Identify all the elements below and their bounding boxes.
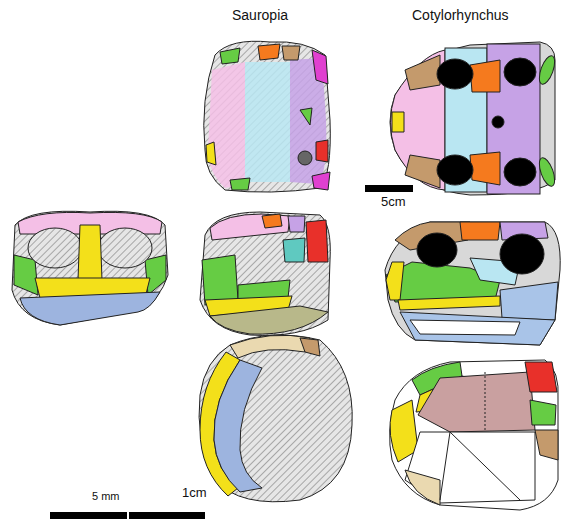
bone-region <box>210 306 328 334</box>
skull-outline <box>385 222 560 345</box>
orbit <box>417 233 457 267</box>
bone-region <box>258 44 280 60</box>
bone-region <box>535 430 558 460</box>
bone-region <box>312 172 330 190</box>
temporal-opening <box>500 234 544 274</box>
bone-region <box>20 292 160 325</box>
bone-region <box>386 262 404 300</box>
bone-region <box>405 155 440 188</box>
bone-region <box>288 216 305 232</box>
bone-region <box>282 46 300 60</box>
skull-outline <box>12 211 168 325</box>
cotylorhynchus-ventral <box>390 360 559 510</box>
bone-region <box>220 48 240 64</box>
bone-region <box>405 470 440 505</box>
cotylorhynchus-dorsal <box>390 42 558 195</box>
sauropia-dorsal <box>204 41 331 192</box>
pineal-foramen <box>492 116 504 128</box>
bone-region <box>470 152 500 185</box>
view-label: Sauropia <box>232 8 288 23</box>
skull-outline <box>199 335 352 502</box>
scale-bar <box>365 185 413 192</box>
scale-label: 5cm <box>381 195 406 209</box>
bone-region <box>460 222 500 240</box>
sauropia-lateral <box>200 212 330 335</box>
scale-bar <box>50 512 205 519</box>
orbit <box>437 155 473 185</box>
suture-line <box>485 372 486 432</box>
bone-region <box>283 238 305 262</box>
bone-region <box>206 142 216 165</box>
bone-region <box>262 214 282 228</box>
bone-region <box>210 214 290 240</box>
skull-outline <box>200 212 330 335</box>
bone-region <box>405 55 440 90</box>
bone-region <box>202 255 238 305</box>
temporal-opening <box>504 158 536 186</box>
scale-tick <box>127 512 129 519</box>
tooth-row <box>410 320 520 335</box>
scale-label: 5 mm <box>92 490 120 502</box>
lower-jaw <box>400 312 555 345</box>
suture-line <box>440 432 450 500</box>
bone-region <box>312 50 328 84</box>
bone-region <box>392 112 404 132</box>
bone-region <box>230 178 250 190</box>
bone-region <box>418 372 535 432</box>
bone-region <box>306 220 328 262</box>
skull-outline <box>390 42 555 195</box>
bone-region <box>500 282 558 320</box>
bone-region <box>300 338 320 356</box>
orbit <box>437 59 473 89</box>
cotylorhynchus-lateral <box>385 222 560 345</box>
temporal-opening <box>504 58 536 86</box>
orbit <box>98 228 152 268</box>
bone-region <box>300 108 312 125</box>
bone-region <box>208 62 245 188</box>
bone-region <box>470 60 500 92</box>
bone-region <box>78 225 102 280</box>
sauropia-front <box>12 211 168 325</box>
scale-label: 1cm <box>182 486 207 500</box>
bone-region <box>536 54 558 86</box>
bone-region <box>316 140 328 162</box>
sauropia-ventral <box>199 335 352 502</box>
orbit <box>28 228 82 268</box>
pineal-foramen <box>298 151 312 165</box>
skull-outline <box>390 360 559 510</box>
view-label: Cotylorhynchus <box>412 8 509 23</box>
bone-region <box>525 362 557 392</box>
suture-line <box>450 432 520 500</box>
bone-region <box>230 335 310 358</box>
bone-region <box>530 400 556 425</box>
bone-region <box>245 62 290 182</box>
skull-outline <box>204 41 331 192</box>
bone-region <box>536 156 558 188</box>
bone-region <box>214 360 262 492</box>
bone-region <box>145 255 166 295</box>
tooth-row <box>398 296 500 310</box>
